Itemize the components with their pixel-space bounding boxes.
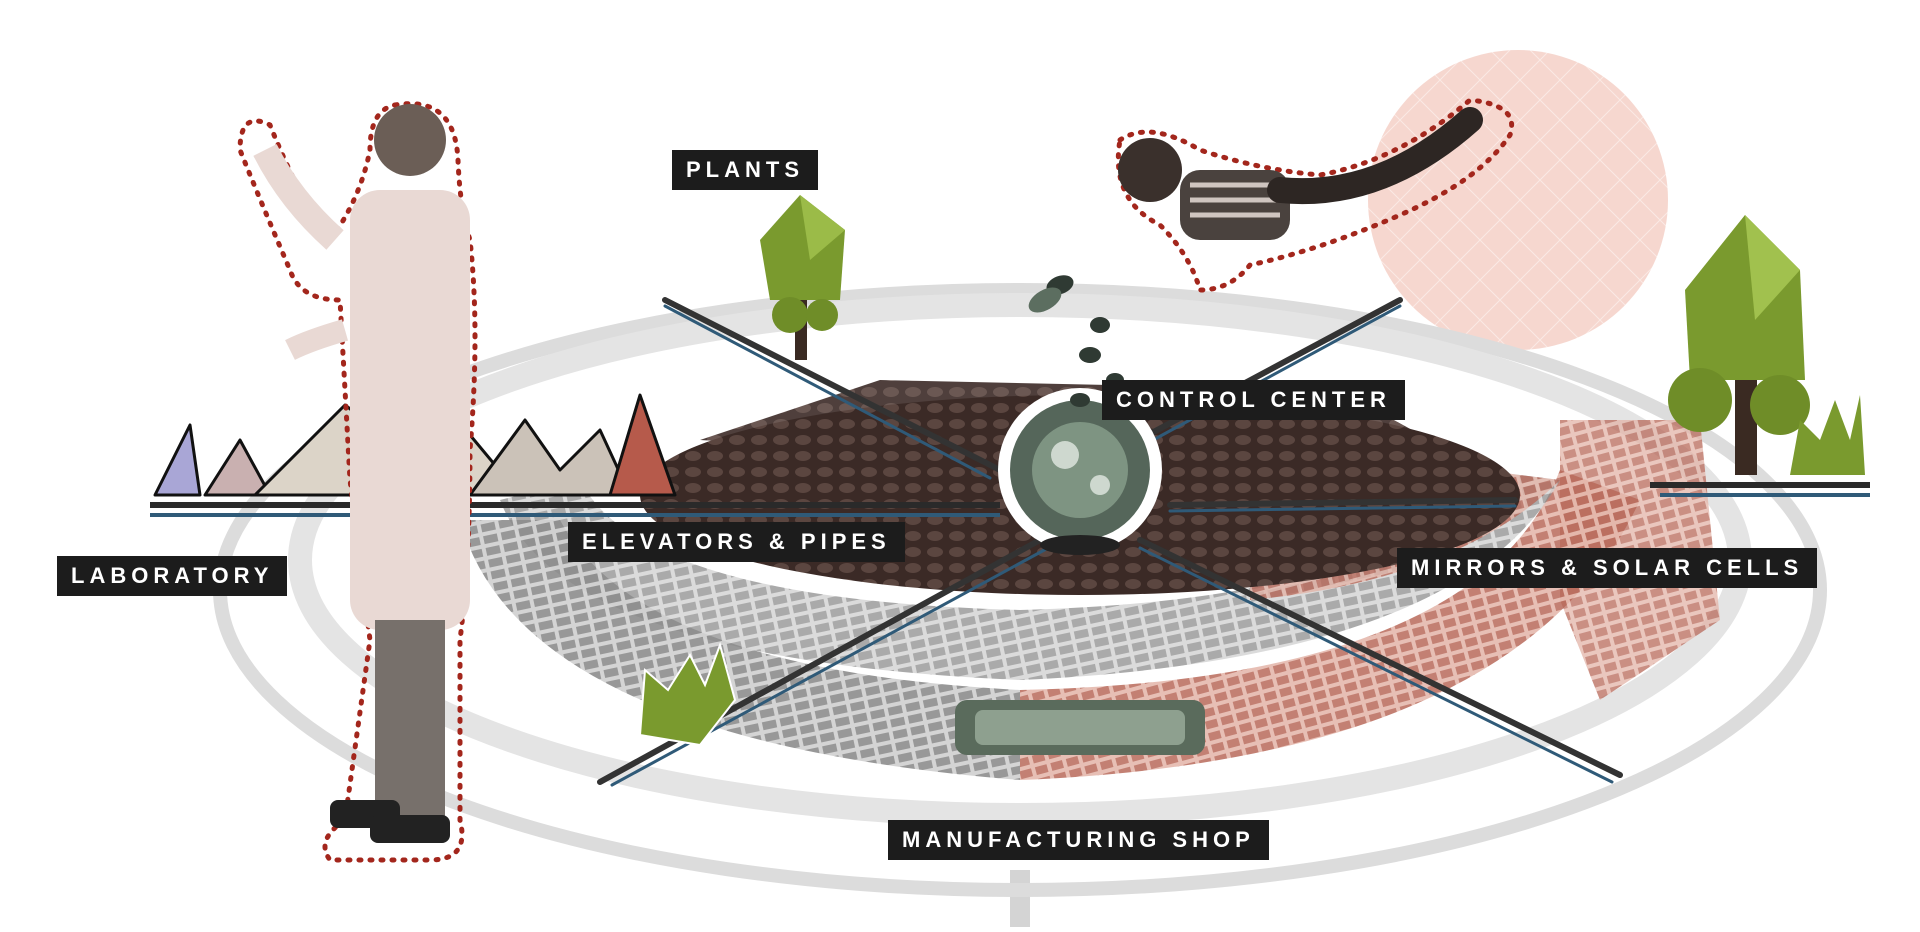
- label-manufacturing-shop: MANUFACTURING SHOP: [888, 820, 1269, 860]
- sun-disc: [1368, 50, 1668, 350]
- manufacturing-pod-window: [975, 710, 1185, 745]
- tree-icon-right: [1668, 215, 1865, 475]
- bush-icon: [638, 641, 737, 747]
- label-laboratory: LABORATORY: [57, 556, 288, 596]
- label-mirrors-solar-cells: MIRRORS & SOLAR CELLS: [1397, 548, 1818, 588]
- label-plants: PLANTS: [672, 150, 818, 190]
- flying-child-figure: [1115, 97, 1514, 293]
- label-elevators-pipes: ELEVATORS & PIPES: [568, 522, 905, 562]
- control-center-hub: [998, 388, 1162, 555]
- inner-city-ring: [500, 470, 1560, 680]
- support-pole: [1010, 870, 1030, 927]
- tree-icon: [760, 195, 845, 360]
- scientist-figure: [237, 101, 478, 863]
- label-control-center: CONTROL CENTER: [1102, 380, 1405, 420]
